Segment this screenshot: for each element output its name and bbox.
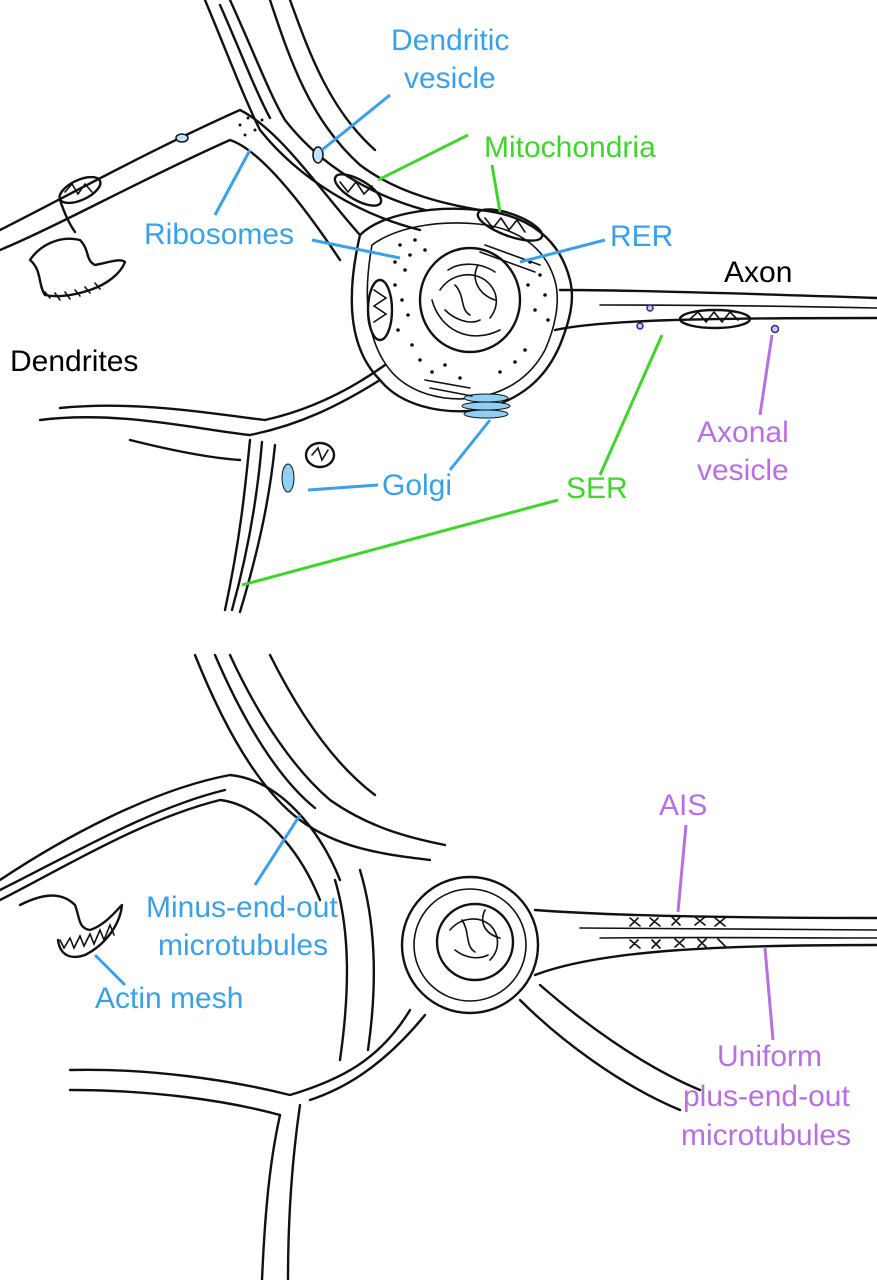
label-mitochondria: Mitochondria	[484, 131, 656, 164]
label-minus-end-out-line1: Minus-end-out	[146, 891, 338, 924]
top-neuron-drawing	[0, 0, 877, 614]
label-rer: RER	[610, 220, 673, 253]
axonal-vesicle-shape-3	[636, 322, 644, 330]
dendritic-vesicle-shape-2	[175, 133, 189, 143]
label-ais: AIS	[659, 789, 707, 822]
ribosome-dots	[238, 116, 550, 380]
label-dendritic-vesicle-line2: vesicle	[404, 62, 496, 95]
bottom-labels: AIS Minus-end-out microtubules Actin mes…	[95, 789, 851, 1152]
dendritic-vesicle-shape	[312, 146, 324, 164]
label-ser: SER	[566, 472, 628, 505]
label-minus-end-out-line2: microtubules	[158, 929, 328, 962]
label-axonal-vesicle-line2: vesicle	[697, 454, 789, 487]
label-actin-mesh: Actin mesh	[95, 982, 243, 1015]
label-ribosomes: Ribosomes	[144, 218, 294, 251]
axonal-vesicle-shape	[770, 324, 780, 334]
bottom-leader-lines	[93, 814, 775, 1041]
label-uniform-line3: microtubules	[681, 1119, 851, 1152]
label-uniform-line2: plus-end-out	[683, 1080, 850, 1113]
mitochondria-shapes	[58, 173, 752, 469]
top-leader-lines	[213, 93, 774, 587]
label-axonal-vesicle-line1: Axonal	[697, 416, 789, 449]
bottom-neuron-drawing	[0, 653, 877, 1280]
label-dendritic-vesicle-line1: Dendritic	[391, 24, 509, 57]
label-dendrites: Dendrites	[10, 345, 138, 378]
label-golgi: Golgi	[382, 469, 452, 502]
top-labels: Dendritic vesicle Mitochondria Ribosomes…	[10, 24, 792, 505]
label-axon: Axon	[724, 256, 792, 289]
axonal-vesicle-shape-2	[646, 304, 654, 312]
label-uniform-line1: Uniform	[717, 1040, 822, 1073]
golgi-shape	[281, 393, 511, 493]
